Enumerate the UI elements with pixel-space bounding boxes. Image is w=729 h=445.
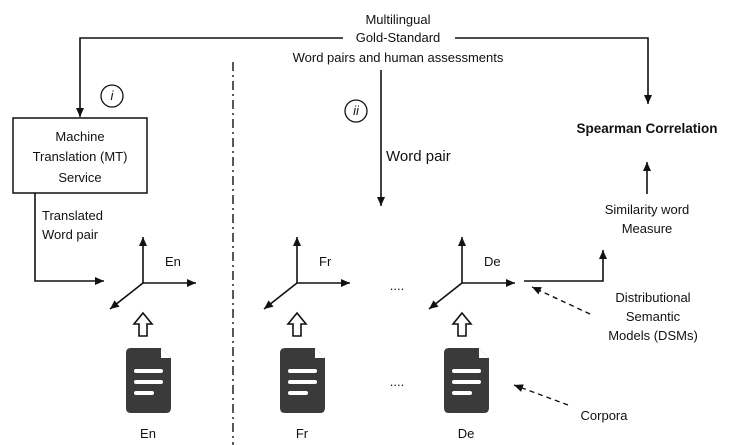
- mt-service-box: [12, 117, 148, 194]
- vector-space-fr: [263, 237, 350, 310]
- gold-standard-line2: Gold-Standard: [356, 30, 441, 45]
- documents-ellipsis: ....: [390, 374, 404, 389]
- mt-service-line1: Machine: [55, 129, 104, 144]
- mt-service-line3: Service: [58, 170, 101, 185]
- dsm-line3: Models (DSMs): [608, 328, 698, 343]
- space-label-de: De: [484, 254, 501, 269]
- spaces-to-similarity-arrow: [524, 250, 607, 282]
- gold-standard-line3: Word pairs and human assessments: [293, 50, 504, 65]
- step-i-marker: i: [100, 84, 124, 108]
- document-de-icon: [444, 348, 489, 413]
- spaces-ellipsis: ....: [390, 278, 404, 293]
- mt-service-line2: Translation (MT): [33, 149, 128, 164]
- up-arrow-en-icon: [132, 311, 154, 337]
- document-label-de: De: [458, 426, 475, 441]
- gold-to-spearman-arrow: [455, 37, 652, 104]
- translated-pair-arrow: [34, 193, 104, 285]
- document-label-fr: Fr: [296, 426, 309, 441]
- space-label-en: En: [165, 254, 181, 269]
- space-label-fr: Fr: [319, 254, 332, 269]
- dsm-line1: Distributional: [615, 290, 690, 305]
- word-pair-label: Word pair: [386, 148, 451, 165]
- gold-standard-line1: Multilingual: [365, 12, 430, 27]
- step-i-label: i: [111, 88, 115, 103]
- vector-space-de: [428, 237, 515, 310]
- similarity-line2: Measure: [622, 221, 673, 236]
- spearman-correlation-label: Spearman Correlation: [576, 121, 717, 136]
- corpora-label: Corpora: [581, 408, 629, 423]
- dsm-pointer-arrow: [531, 286, 591, 315]
- step-ii-label: ii: [353, 103, 360, 118]
- step-ii-marker: ii: [344, 99, 368, 123]
- document-fr-icon: [280, 348, 325, 413]
- up-arrow-fr-icon: [286, 311, 308, 337]
- dsm-line2: Semantic: [626, 309, 681, 324]
- similarity-line1: Similarity word: [605, 202, 690, 217]
- up-arrow-de-icon: [451, 311, 473, 337]
- translated-pair-line2: Word pair: [42, 227, 99, 242]
- translated-pair-line1: Translated: [42, 208, 103, 223]
- vector-space-en: [109, 237, 196, 310]
- document-en-icon: [126, 348, 171, 413]
- corpora-pointer-arrow: [513, 384, 569, 406]
- document-label-en: En: [140, 426, 156, 441]
- gold-to-mt-arrow: [76, 37, 343, 117]
